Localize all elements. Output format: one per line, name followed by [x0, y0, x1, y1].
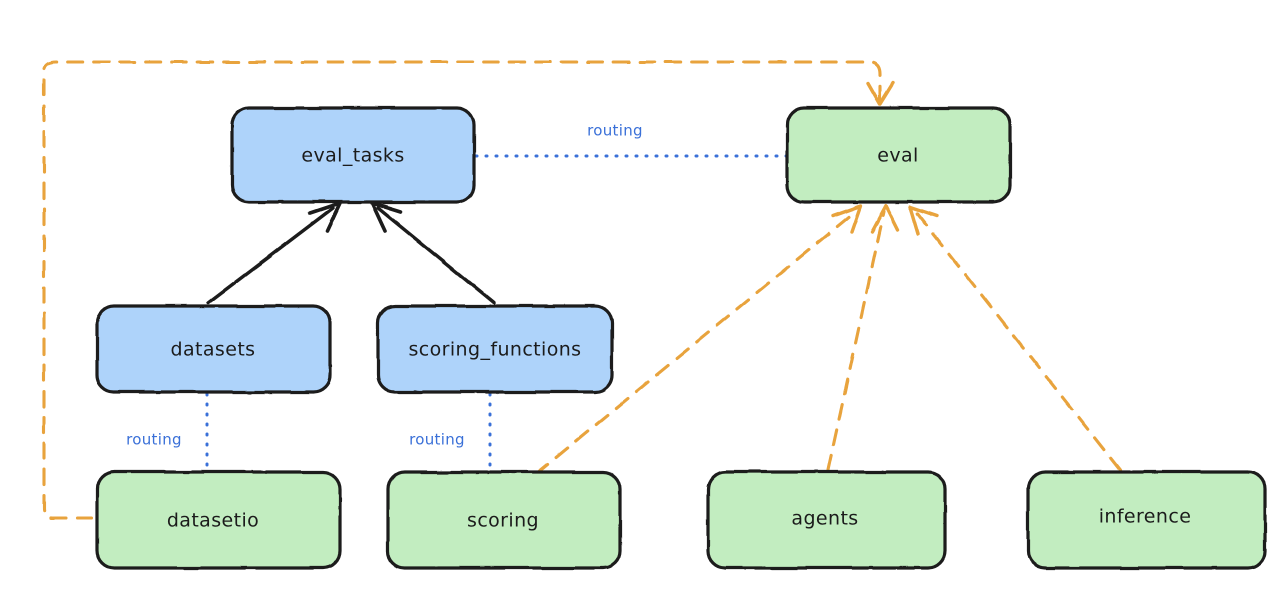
node-label-datasetio: datasetio: [167, 510, 259, 532]
node-datasetio[interactable]: datasetio: [95, 470, 342, 570]
edges-layer: routing routing routing: [42, 60, 1122, 520]
node-agents[interactable]: agents: [706, 470, 947, 570]
edge-label-routing-scoring-functions: routing: [409, 431, 465, 449]
node-scoring-functions[interactable]: scoring_functions: [376, 304, 614, 394]
edge-datasetio-eval: [42, 60, 895, 520]
edge-scoring-eval: [534, 204, 863, 476]
edge-datasets-datasetio: routing: [126, 392, 209, 472]
nodes-layer: eval_tasks eval datasets scoring_functio…: [95, 106, 1267, 570]
node-inference[interactable]: inference: [1026, 470, 1267, 570]
node-label-eval: eval: [877, 145, 918, 167]
edge-eval-tasks-eval: routing: [474, 122, 789, 158]
node-label-scoring: scoring: [467, 510, 539, 532]
edge-label-routing-eval-tasks: routing: [587, 122, 643, 140]
edge-scoring-functions-eval-tasks: [370, 201, 496, 305]
edge-label-routing-datasets: routing: [126, 431, 182, 449]
node-label-inference: inference: [1099, 506, 1192, 528]
edge-datasets-eval-tasks: [206, 201, 342, 305]
node-label-scoring-functions: scoring_functions: [409, 339, 582, 361]
node-scoring[interactable]: scoring: [386, 470, 622, 570]
node-eval-tasks[interactable]: eval_tasks: [230, 106, 476, 204]
edge-inference-eval: [908, 205, 1122, 472]
node-datasets[interactable]: datasets: [95, 304, 332, 394]
node-label-datasets: datasets: [171, 339, 256, 361]
node-label-eval-tasks: eval_tasks: [301, 145, 404, 167]
edge-agents-eval: [826, 204, 900, 472]
node-eval[interactable]: eval: [785, 106, 1012, 204]
node-label-agents: agents: [791, 508, 858, 530]
edge-scoring-functions-scoring: routing: [409, 392, 492, 472]
